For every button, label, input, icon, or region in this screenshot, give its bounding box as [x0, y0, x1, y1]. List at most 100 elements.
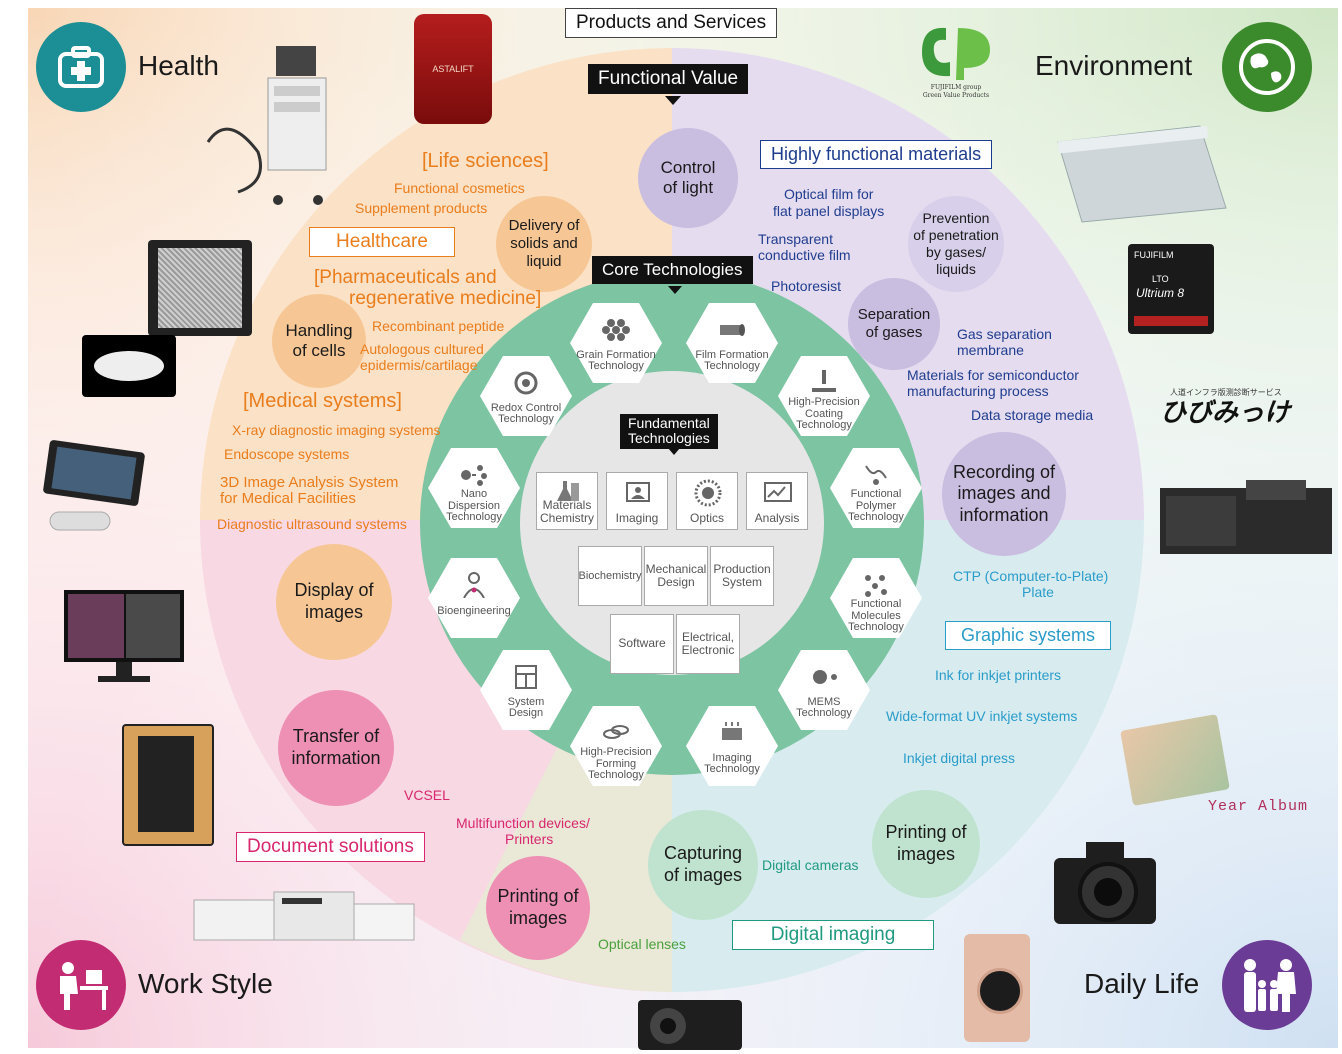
endoscope-system-image — [198, 42, 338, 208]
film-roll-icon — [720, 324, 745, 336]
pharma-heading-1: [Pharmaceuticals and — [314, 267, 497, 288]
value-text: of images — [663, 865, 743, 885]
value-text: Handling — [285, 320, 353, 340]
flask-icon — [557, 481, 579, 501]
hibi-mikke-logo: ひびみっけ — [1160, 397, 1291, 427]
document-solutions-box: Document solutions — [236, 832, 425, 862]
desk-worker-icon — [60, 962, 108, 1010]
photoresist: Photoresist — [771, 278, 842, 294]
work-style-label: Work Style — [138, 968, 273, 999]
value-text: Printing of — [497, 886, 579, 907]
coating-nozzle-icon — [812, 370, 836, 392]
cosmetics-jar-image: ASTALIFT — [414, 14, 492, 124]
cartilage-sample-image — [82, 335, 176, 397]
healthcare-box: Healthcare — [309, 227, 455, 257]
value-text: Printing of — [885, 822, 967, 843]
ultrasound-tablet-image — [40, 440, 150, 544]
optical-lenses: Optical lenses — [598, 936, 686, 952]
environment-circle — [1222, 22, 1312, 112]
fund-electrical: Electrical,Electronic — [676, 614, 740, 674]
value-text: of light — [662, 178, 714, 197]
functional-value-header: Functional Value — [588, 64, 749, 94]
server-cabinet-image — [122, 724, 214, 846]
endoscope-systems: Endoscope systems — [224, 446, 350, 462]
hibi-mikke-caption: 人道インフラ版测診断サービス — [1170, 388, 1282, 397]
molecule-icon — [865, 575, 887, 597]
ctp-1: CTP (Computer-to-Plate) — [953, 568, 1109, 584]
redox-icon — [514, 371, 538, 395]
lto-logo: LTO — [1152, 274, 1169, 284]
fundamental-pointer — [668, 448, 680, 455]
value-text: of gases — [865, 324, 923, 341]
inkjet-ink: Ink for inkjet printers — [935, 667, 1062, 683]
medical-kit-icon — [58, 46, 104, 88]
graph-icon — [764, 482, 792, 502]
mfp-1: Multifunction devices/ — [456, 815, 590, 831]
semiconductor-2: manufacturing process — [907, 383, 1049, 399]
value-text: images — [304, 602, 364, 622]
cultured-tissue-image — [148, 240, 252, 336]
value-text: of cells — [292, 341, 346, 360]
products-services-header: Products and Services — [565, 8, 778, 38]
gp-caption-1: FUJIFILM group — [930, 84, 982, 91]
value-text: Prevention — [922, 210, 990, 227]
autologous-1: Autologous cultured — [360, 341, 484, 357]
core-pointer — [668, 286, 682, 294]
daily-life-circle — [1222, 940, 1312, 1030]
gear-icon — [813, 670, 837, 684]
semiconductor-1: Materials for semiconductor — [907, 367, 1079, 383]
hex-bioengineering: Bioengineering — [428, 558, 520, 638]
sensor-icon — [722, 722, 742, 740]
value-text: information — [291, 748, 381, 768]
value-text: of penetration — [913, 227, 999, 244]
graphic-systems-box: Graphic systems — [945, 621, 1111, 650]
person-heart-icon — [463, 572, 485, 598]
value-text: Recording of — [952, 461, 1056, 482]
film-sheet-image — [1050, 118, 1232, 226]
honeycomb-icon — [602, 319, 630, 341]
functional-cosmetics: Functional cosmetics — [394, 180, 525, 196]
nano-dots-icon — [461, 465, 487, 486]
lto-brand: FUJIFILM — [1134, 250, 1174, 260]
gp-caption-2: Green Value Products — [922, 92, 990, 99]
fund-optics: Optics — [676, 472, 738, 530]
value-text: liquids — [936, 260, 976, 277]
digital-imaging-box: Digital imaging — [732, 920, 934, 950]
value-text: images and — [957, 483, 1051, 504]
instant-camera-image — [964, 934, 1030, 1042]
lto-tape-image: FUJIFILM LTO Ultrium 8 — [1128, 244, 1214, 334]
value-text: Display of — [294, 580, 374, 601]
functional-value-pointer — [665, 96, 681, 105]
xray-systems: X-ray diagnostic imaging systems — [232, 422, 441, 438]
photo-frame-icon — [626, 482, 650, 502]
supplement-products: Supplement products — [355, 200, 488, 216]
wide-format-uv: Wide-format UV inkjet systems — [886, 708, 1078, 724]
health-circle — [36, 22, 126, 112]
inkjet-digital-press: Inkjet digital press — [903, 750, 1016, 766]
gas-membrane-1: Gas separation — [957, 326, 1052, 342]
digital-camera-image — [1050, 836, 1160, 928]
core-technologies-header: Core Technologies — [592, 256, 753, 284]
production-printer-image — [192, 886, 418, 942]
